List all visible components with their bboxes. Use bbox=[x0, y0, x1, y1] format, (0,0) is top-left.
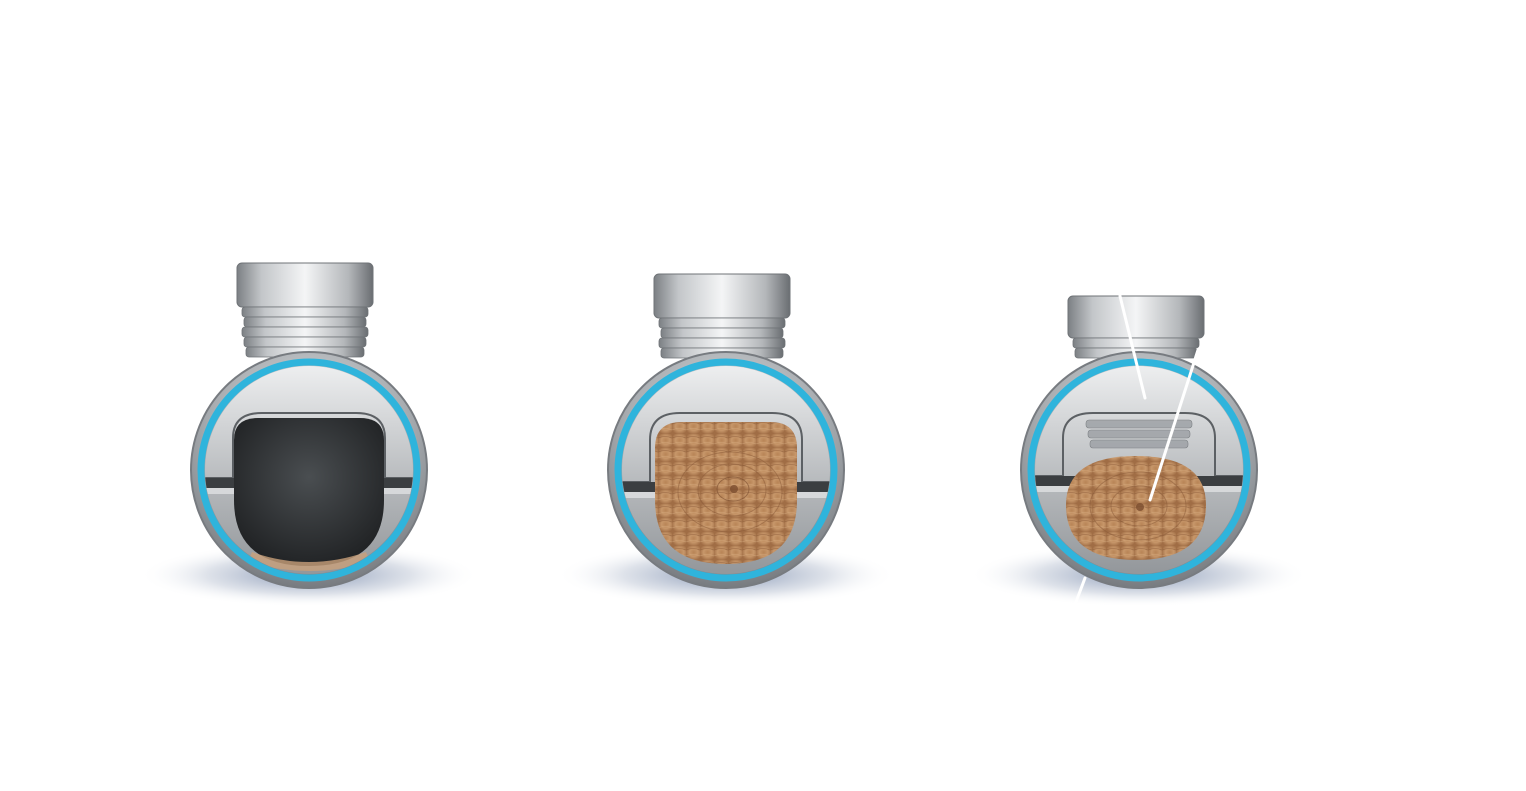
fitting-drilled bbox=[969, 294, 1309, 620]
threaded-fitting-icon bbox=[1020, 295, 1258, 589]
wood-plug-icon bbox=[1066, 456, 1206, 560]
threaded-fitting-icon bbox=[607, 273, 845, 589]
fitting-filled bbox=[556, 273, 896, 607]
wood-plug-icon bbox=[655, 422, 797, 564]
cutting-tool-icon bbox=[1068, 294, 1200, 620]
fitting-empty bbox=[139, 262, 479, 607]
threaded-fitting-icon bbox=[190, 262, 428, 589]
empty-bore bbox=[234, 418, 384, 566]
